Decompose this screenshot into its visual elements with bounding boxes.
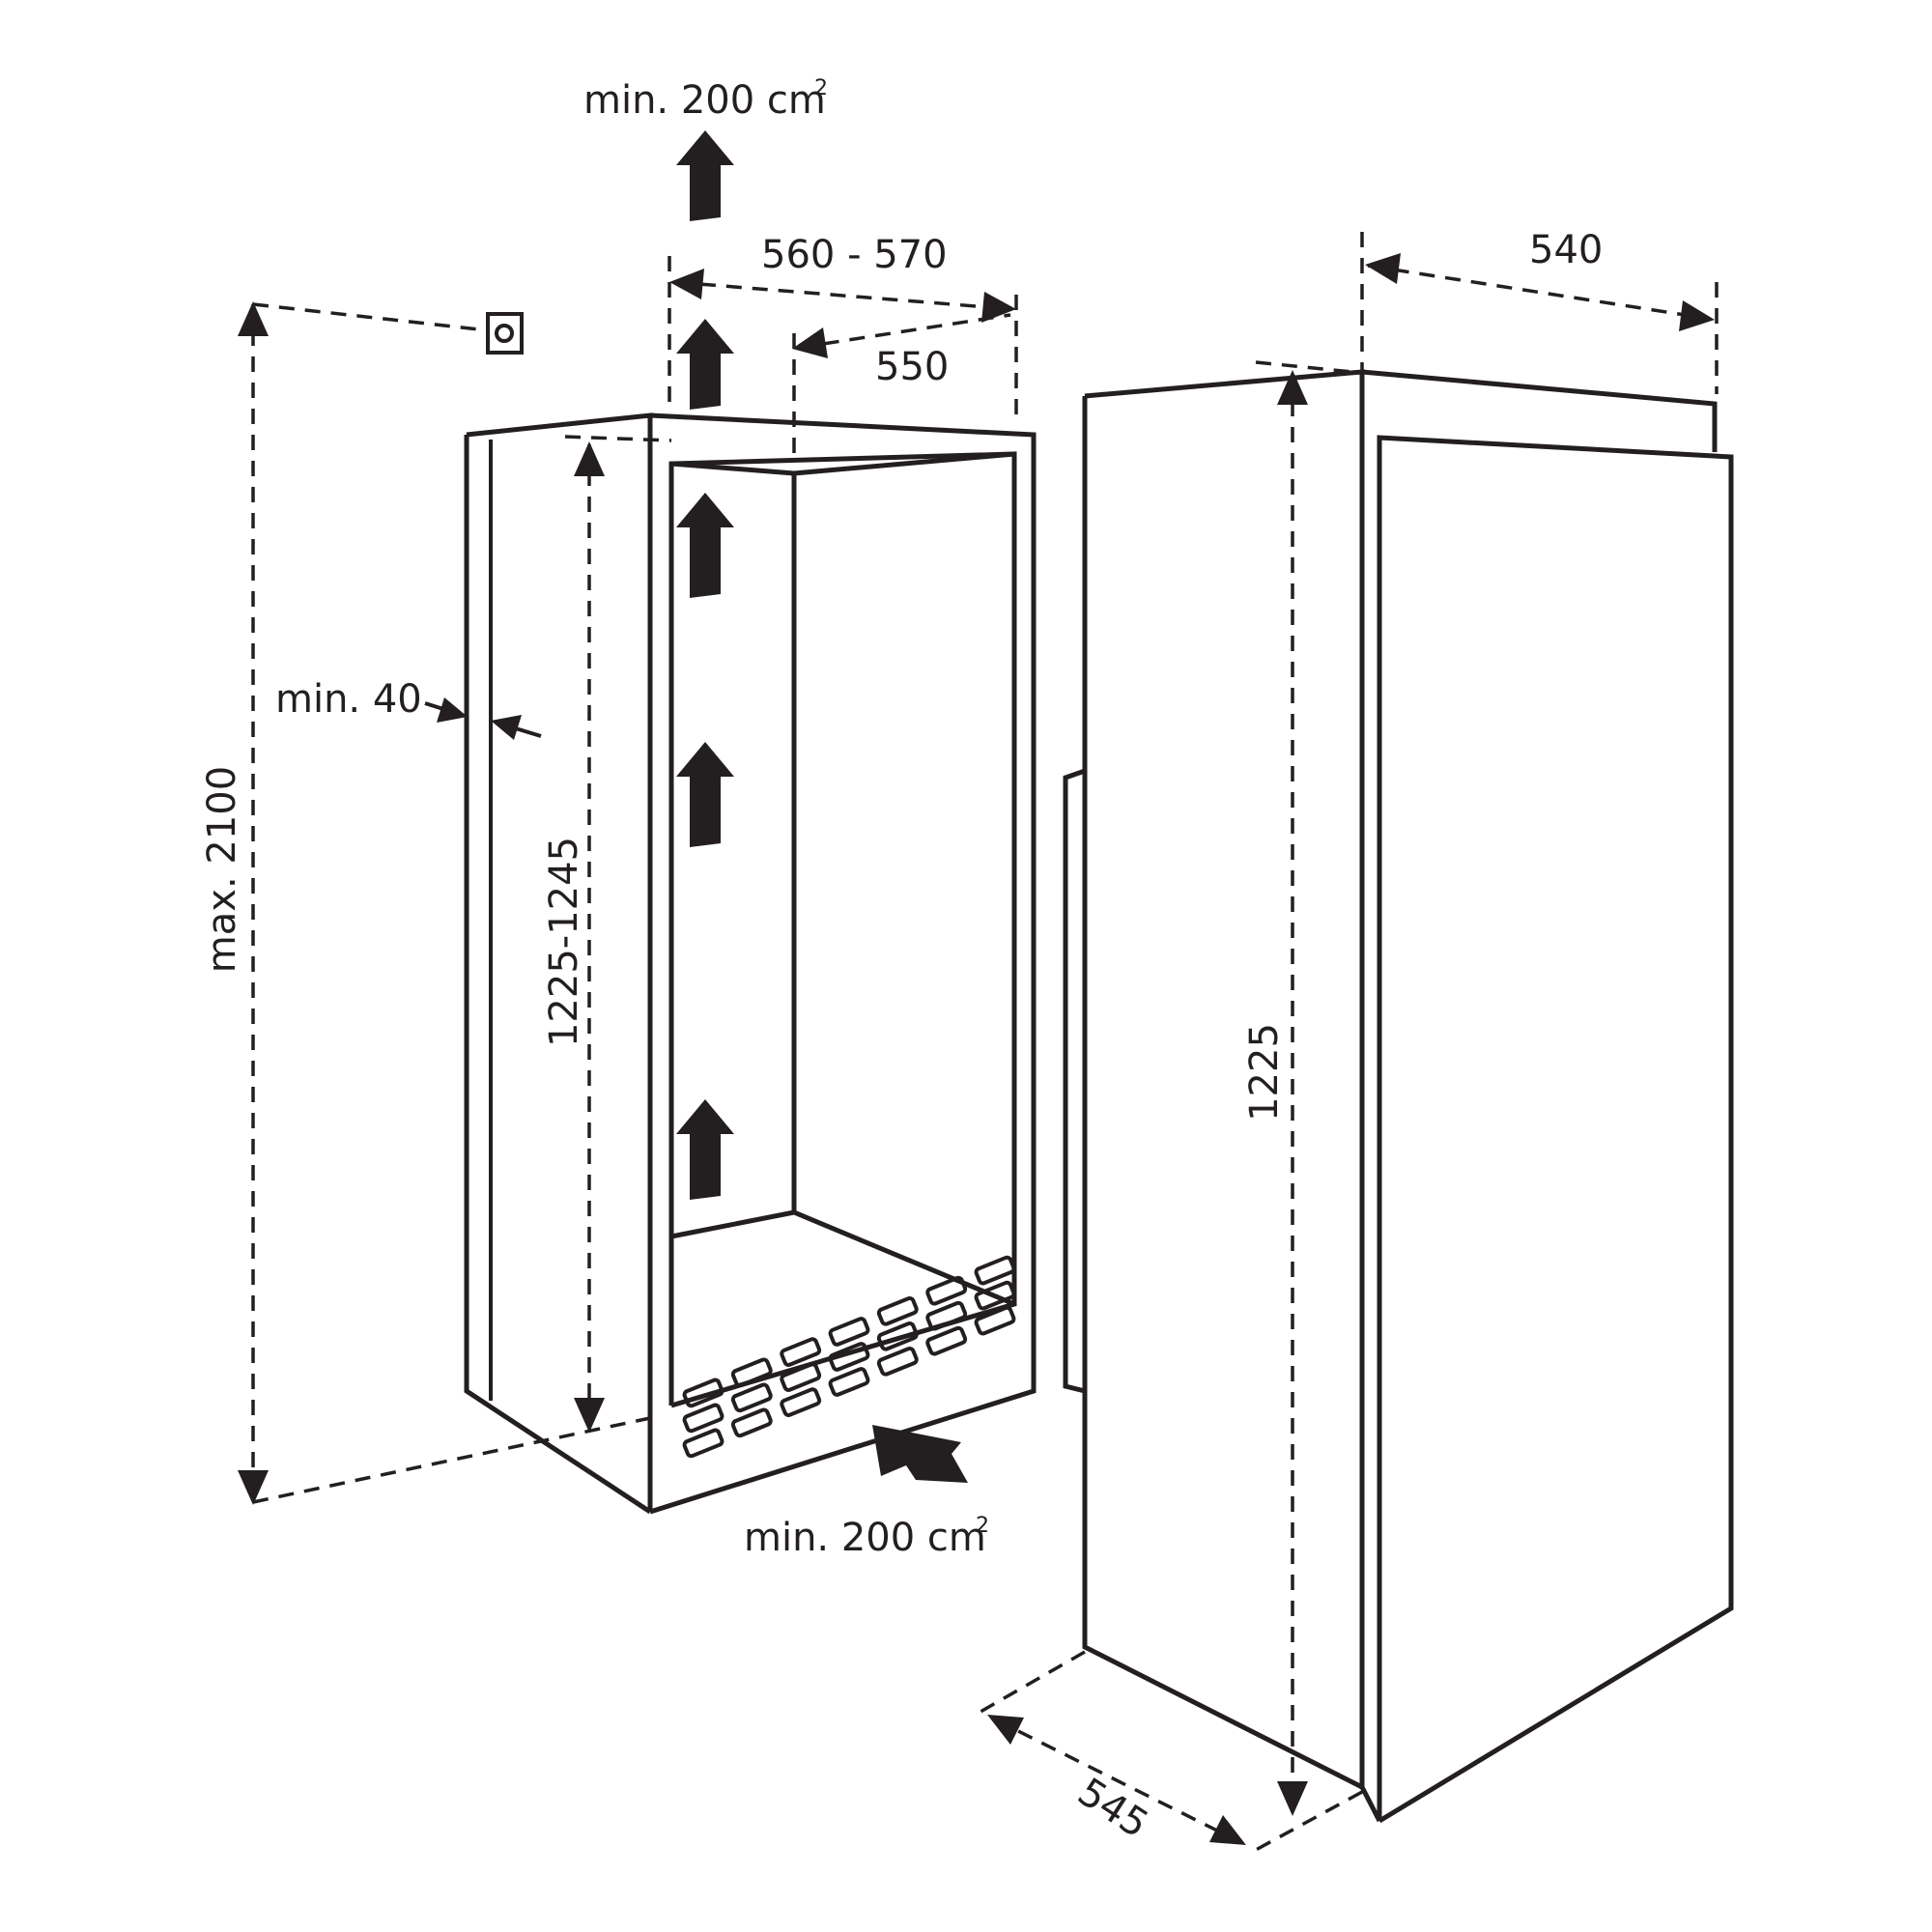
vent-slot bbox=[828, 1342, 870, 1372]
dimension-lines bbox=[238, 232, 1719, 1852]
vent-slot bbox=[925, 1275, 968, 1306]
appliance-door bbox=[1377, 435, 1734, 1824]
arrow-head bbox=[238, 1470, 269, 1505]
appliance-width-dimension-line bbox=[1367, 264, 1711, 321]
airflow-arrows bbox=[676, 130, 968, 1483]
vent-slot bbox=[682, 1403, 724, 1434]
vent-slot bbox=[730, 1407, 773, 1438]
arrow-head bbox=[574, 1398, 605, 1433]
side-gap-label: min. 40 bbox=[275, 677, 422, 722]
max-height-top-leader bbox=[252, 302, 489, 332]
airflow-arrow-icon bbox=[872, 1425, 968, 1483]
max-height-label: max. 2100 bbox=[200, 766, 244, 973]
top-vent-label: min. 200 cm bbox=[583, 78, 826, 123]
niche-height-top-leader bbox=[564, 435, 672, 442]
vent-slot bbox=[730, 1357, 773, 1388]
appliance-height-label: 1225 bbox=[1242, 1023, 1287, 1122]
arrow-head bbox=[1365, 253, 1401, 284]
vent-slot bbox=[974, 1255, 1016, 1286]
bottom-vent-label-superscript: 2 bbox=[976, 1514, 989, 1538]
vent-slot bbox=[730, 1382, 773, 1413]
airflow-arrow-icon bbox=[676, 1099, 734, 1200]
arrow-head bbox=[987, 1715, 1024, 1745]
niche-width-dimension-line bbox=[673, 280, 1013, 311]
appliance-side bbox=[1082, 369, 1365, 1792]
niche-left-panel bbox=[464, 435, 652, 1515]
vent-slot bbox=[780, 1362, 822, 1392]
airflow-arrow-icon bbox=[676, 319, 734, 410]
vent-slot bbox=[925, 1325, 968, 1356]
vent-slot bbox=[682, 1378, 724, 1408]
vent-slot bbox=[876, 1321, 919, 1351]
niche-depth-label: 550 bbox=[875, 345, 949, 389]
vent-slot bbox=[682, 1428, 724, 1459]
appliance-top-strip bbox=[1361, 369, 1718, 452]
arrow-head bbox=[981, 292, 1016, 323]
airflow-arrow-icon bbox=[676, 493, 734, 598]
appliance bbox=[1063, 369, 1734, 1824]
vent-slot bbox=[828, 1317, 870, 1347]
appliance-height-top-leader bbox=[1255, 360, 1353, 374]
top-vent-label-superscript: 2 bbox=[814, 76, 828, 100]
vent-slot bbox=[828, 1367, 870, 1397]
arrow-head bbox=[491, 715, 522, 740]
niche-width-label: 560 - 570 bbox=[761, 233, 948, 277]
max-height-bottom-leader bbox=[252, 1416, 651, 1504]
vent-slot bbox=[876, 1346, 919, 1377]
airflow-arrow-icon bbox=[676, 742, 734, 847]
vent-slot bbox=[925, 1300, 968, 1331]
niche-depth-dimension-line bbox=[797, 313, 1011, 350]
niche-height-label: 1225-1245 bbox=[542, 837, 586, 1047]
niche-cabinet bbox=[464, 412, 1037, 1515]
vent-slot bbox=[780, 1337, 822, 1367]
arrow-head bbox=[1277, 370, 1308, 405]
appliance-side-handle bbox=[1063, 768, 1086, 1394]
appliance-bottom-corner bbox=[1359, 1785, 1382, 1823]
power-socket-icon bbox=[486, 312, 524, 355]
arrow-head bbox=[669, 269, 704, 299]
arrow-head bbox=[574, 441, 605, 476]
labels: min. 200 cm 2 560 - 570 550 min. 40 max.… bbox=[200, 76, 1603, 1847]
arrow-head bbox=[437, 697, 468, 723]
appliance-depth-dimension-line bbox=[994, 1718, 1237, 1842]
niche-front-frame bbox=[649, 412, 1037, 1515]
appliance-depth-left-extension bbox=[980, 1650, 1086, 1714]
arrow-head bbox=[1277, 1781, 1308, 1816]
airflow-arrow-icon bbox=[676, 130, 734, 221]
vent-slot bbox=[974, 1280, 1016, 1311]
appliance-depth-right-extension bbox=[1255, 1790, 1363, 1852]
vent-slot bbox=[876, 1295, 919, 1326]
appliance-width-label: 540 bbox=[1529, 228, 1603, 272]
arrow-head bbox=[1679, 300, 1715, 331]
arrow-head bbox=[238, 301, 269, 336]
niche-inner-opening bbox=[668, 451, 1017, 1408]
appliance-depth-label: 545 bbox=[1070, 1770, 1156, 1847]
ventilation-grille bbox=[682, 1255, 1016, 1459]
niche-interior-floor bbox=[670, 1209, 1015, 1307]
arrow-head bbox=[1209, 1815, 1246, 1845]
vent-slot bbox=[974, 1305, 1016, 1336]
vent-slot bbox=[780, 1387, 822, 1417]
arrow-head bbox=[792, 327, 828, 358]
bottom-vent-label: min. 200 cm bbox=[744, 1516, 986, 1560]
